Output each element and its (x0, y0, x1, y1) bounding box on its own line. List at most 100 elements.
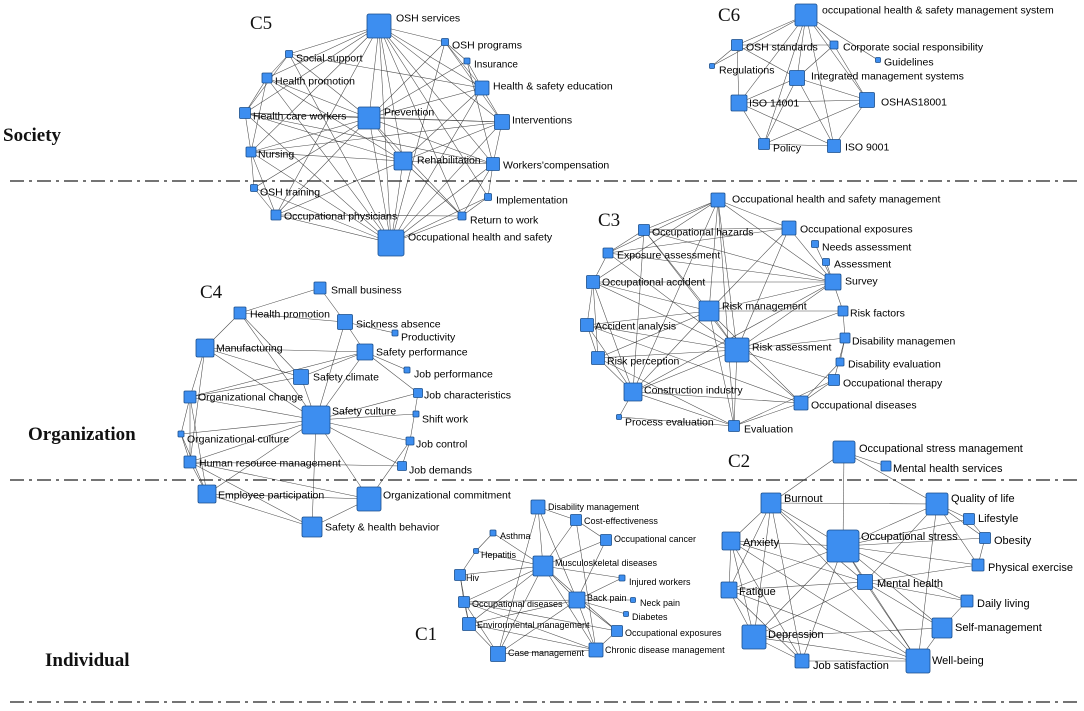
node-c5-osh-training[interactable]: OSH training (250, 184, 321, 199)
node-square[interactable] (588, 642, 604, 658)
node-c2-job-sat[interactable]: Job satisfaction (794, 653, 889, 672)
node-square[interactable] (837, 305, 849, 317)
node-c5-return-work[interactable]: Return to work (457, 211, 539, 227)
node-c4-sickness-absence[interactable]: Sickness absence (337, 314, 441, 331)
node-square[interactable] (413, 388, 423, 398)
node-c3-risk-perception[interactable]: Risk perception (591, 351, 680, 368)
node-c3-ohsm[interactable]: Occupational health and safety managemen… (710, 192, 940, 208)
node-square[interactable] (412, 410, 420, 418)
node-c4-safety-culture[interactable]: Safety culture (301, 405, 396, 435)
node-square[interactable] (239, 107, 251, 119)
node-square[interactable] (568, 591, 586, 609)
node-square[interactable] (960, 594, 974, 608)
node-square[interactable] (183, 390, 197, 404)
node-c4-sh-behavior[interactable]: Safety & health behavior (301, 516, 440, 538)
node-square[interactable] (728, 420, 740, 432)
node-c2-mental-health[interactable]: Mental health (857, 574, 944, 590)
node-c5-health-promotion[interactable]: Health promotion (261, 72, 355, 88)
node-square[interactable] (698, 300, 720, 322)
node-c3-disability-mgmt[interactable]: Disability managemen (839, 332, 955, 348)
node-square[interactable] (880, 460, 892, 472)
node-square[interactable] (793, 395, 809, 411)
node-c6-iso9001[interactable]: ISO 9001 (827, 139, 890, 154)
node-square[interactable] (618, 574, 626, 582)
node-square[interactable] (441, 38, 449, 46)
node-c3-needs-assess[interactable]: Needs assessment (811, 240, 912, 254)
node-square[interactable] (731, 39, 743, 51)
node-square[interactable] (611, 625, 623, 637)
node-square[interactable] (835, 357, 845, 367)
node-c3-process-eval[interactable]: Process evaluation (616, 414, 714, 429)
node-square[interactable] (616, 414, 622, 420)
node-c5-hs-education[interactable]: Health & safety education (474, 80, 613, 96)
node-square[interactable] (494, 114, 510, 130)
node-c3-exposure-assess[interactable]: Exposure assessment (602, 247, 720, 262)
node-square[interactable] (183, 455, 197, 469)
node-square[interactable] (826, 529, 860, 563)
node-c4-shift-work[interactable]: Shift work (412, 410, 469, 426)
node-c6-regulations[interactable]: Regulations (709, 63, 775, 77)
node-c3-occ-exposures[interactable]: Occupational exposures (781, 220, 913, 236)
node-square[interactable] (397, 461, 407, 471)
node-square[interactable] (177, 430, 185, 438)
node-square[interactable] (313, 281, 327, 295)
node-c3-occ-hazards[interactable]: Occupational hazards (638, 224, 754, 239)
node-c2-anxiety[interactable]: Anxiety (721, 531, 780, 551)
node-square[interactable] (822, 258, 830, 266)
node-square[interactable] (709, 63, 715, 69)
node-c3-construction[interactable]: Construction industry (623, 382, 743, 402)
node-c3-occ-diseases[interactable]: Occupational diseases (793, 395, 917, 412)
node-square[interactable] (979, 532, 991, 544)
node-c4-emp-participation[interactable]: Employee participation (197, 484, 324, 504)
node-square[interactable] (828, 374, 840, 386)
node-c1-occ-exposures[interactable]: Occupational exposures (611, 625, 723, 639)
node-c5-osh-services[interactable]: OSH services (366, 13, 460, 39)
node-square[interactable] (630, 597, 636, 603)
node-square[interactable] (832, 440, 856, 464)
node-square[interactable] (530, 499, 546, 515)
node-c3-assessment[interactable]: Assessment (822, 258, 892, 271)
node-c1-hiv[interactable]: Hiv (454, 569, 480, 584)
node-c1-hepatitis[interactable]: Hepatitis (473, 548, 517, 561)
node-square[interactable] (463, 57, 471, 65)
node-square[interactable] (458, 596, 470, 608)
node-square[interactable] (829, 40, 839, 50)
node-c5-ohs[interactable]: Occupational health and safety (377, 229, 553, 257)
node-c4-org-change[interactable]: Organizational change (183, 390, 303, 404)
node-c3-survey[interactable]: Survey (824, 273, 878, 291)
node-square[interactable] (195, 338, 215, 358)
node-square[interactable] (270, 209, 282, 221)
node-c4-job-perf[interactable]: Job performance (403, 366, 493, 381)
node-square[interactable] (391, 329, 399, 337)
node-c4-org-commitment[interactable]: Organizational commitment (356, 486, 511, 512)
node-square[interactable] (462, 617, 476, 631)
node-square[interactable] (245, 146, 257, 158)
node-c3-evaluation[interactable]: Evaluation (728, 420, 794, 436)
node-c3-risk-assess[interactable]: Risk assessment (724, 337, 831, 363)
node-square[interactable] (293, 369, 309, 385)
node-square[interactable] (789, 70, 805, 86)
node-c2-lifestyle[interactable]: Lifestyle (963, 513, 1019, 525)
node-square[interactable] (301, 516, 323, 538)
node-c5-nursing[interactable]: Nursing (245, 146, 294, 161)
node-square[interactable] (357, 106, 381, 130)
node-c5-occ-physicians[interactable]: Occupational physicians (270, 209, 397, 223)
node-square[interactable] (827, 139, 841, 153)
node-c3-risk-factors[interactable]: Risk factors (837, 305, 905, 320)
node-c5-workers-comp[interactable]: Workers'compensation (486, 157, 610, 172)
node-c6-policy[interactable]: Policy (758, 138, 802, 155)
node-square[interactable] (794, 3, 818, 27)
node-square[interactable] (824, 273, 842, 291)
node-c1-case-mgmt[interactable]: Case management (490, 646, 585, 662)
node-square[interactable] (724, 337, 750, 363)
node-square[interactable] (403, 366, 411, 374)
node-square[interactable] (859, 92, 875, 108)
node-square[interactable] (457, 211, 467, 221)
node-c5-insurance[interactable]: Insurance (463, 57, 518, 71)
node-c4-job-char[interactable]: Job characteristics (413, 388, 511, 402)
node-square[interactable] (839, 332, 851, 344)
node-c1-cost-eff[interactable]: Cost-effectiveness (570, 514, 659, 527)
node-c2-fatigue[interactable]: Fatigue (720, 581, 776, 599)
node-square[interactable] (484, 193, 492, 201)
node-c1-back-pain[interactable]: Back pain (568, 591, 627, 609)
